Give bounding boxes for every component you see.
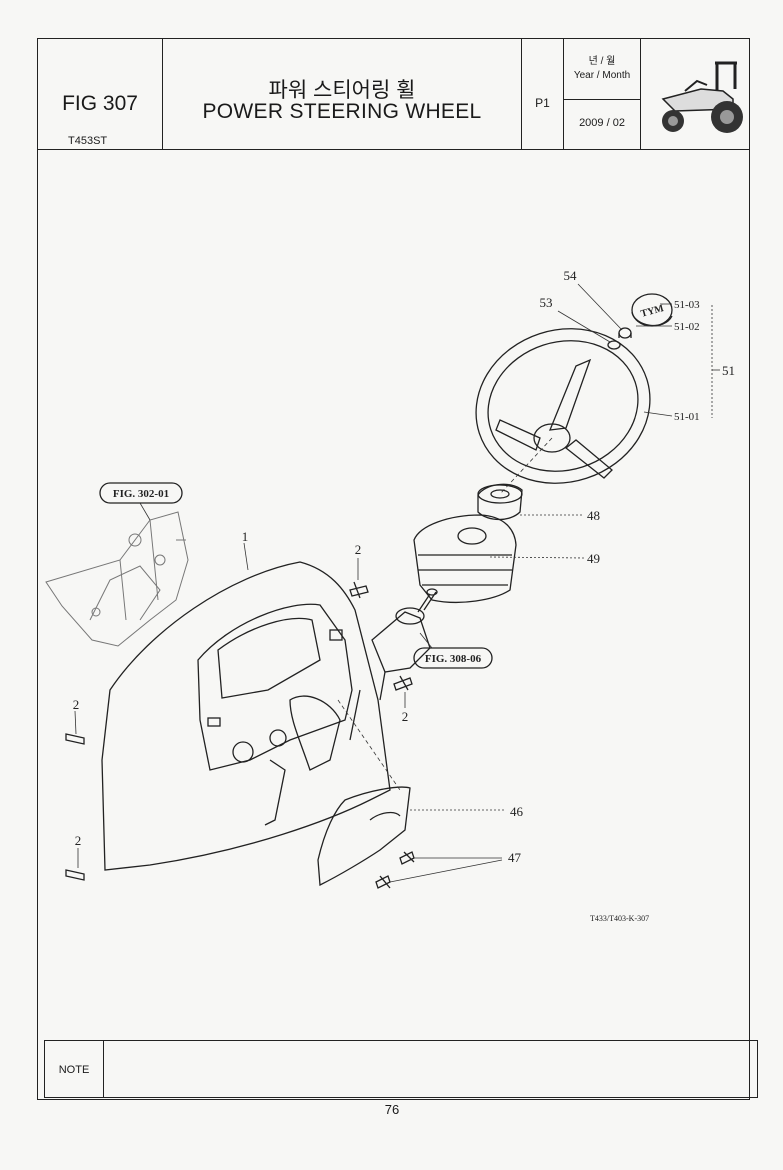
fig-308-ref-label: FIG. 308-06: [425, 653, 482, 665]
callout-51-01: 51-01: [674, 411, 700, 423]
lower-cover-shape: [317, 786, 411, 887]
note-row: [44, 1040, 758, 1098]
drawing-code: T433/T403-K-307: [590, 914, 649, 923]
model-code: T453ST: [68, 135, 108, 147]
callout-2-top: 2: [355, 542, 362, 557]
title-korean: 파워 스티어링 휠: [268, 79, 416, 102]
callout-51-03: 51-03: [674, 299, 700, 311]
date-value: 2009 / 02: [579, 117, 625, 129]
fig-308-ref-frame: [413, 647, 493, 669]
date-label-korean: 년 / 월: [588, 56, 616, 67]
header-bottom-rule: [37, 149, 750, 150]
spacer-shape: [477, 483, 523, 521]
callout-1: 1: [242, 529, 249, 544]
callout-2-left: 2: [73, 697, 80, 712]
cap-logo-text: TYM: [640, 303, 666, 320]
note-label: NOTE: [58, 1064, 90, 1076]
exploded-diagram: FIG. 302-01 FIG. 308-06 1 2 2 2 2 46 47 …: [45, 268, 735, 923]
tractor-icon: [661, 61, 743, 133]
steering-wheel-shape: [475, 328, 651, 484]
dash-panel-cover-shape: [101, 561, 391, 871]
boot-shape: [413, 514, 517, 604]
header-page-cell: [521, 38, 564, 150]
callout-53: 53: [540, 295, 553, 310]
date-divider: [563, 99, 641, 100]
title-english: POWER STEERING WHEEL: [202, 100, 482, 123]
callout-48: 48: [587, 508, 600, 523]
frame-assembly-shape: [45, 511, 189, 647]
note-label-cell: [44, 1040, 104, 1098]
fig-302-ref-frame: [99, 482, 183, 504]
date-label-english: Year / Month: [573, 70, 631, 81]
callout-47: 47: [508, 850, 522, 865]
callout-2-right: 2: [402, 709, 409, 724]
page-code: P1: [535, 96, 550, 110]
fig-number: FIG 307: [62, 92, 138, 115]
callout-51: 51: [722, 363, 735, 378]
callout-54: 54: [564, 268, 578, 283]
callout-46: 46: [510, 804, 524, 819]
callout-51-02: 51-02: [674, 321, 700, 333]
nut-washer-shape: [607, 327, 632, 350]
page-number: 76: [384, 1102, 400, 1117]
callout-49: 49: [587, 551, 600, 566]
fig-302-ref-label: FIG. 302-01: [113, 488, 169, 500]
callout-2-bottom: 2: [75, 833, 82, 848]
